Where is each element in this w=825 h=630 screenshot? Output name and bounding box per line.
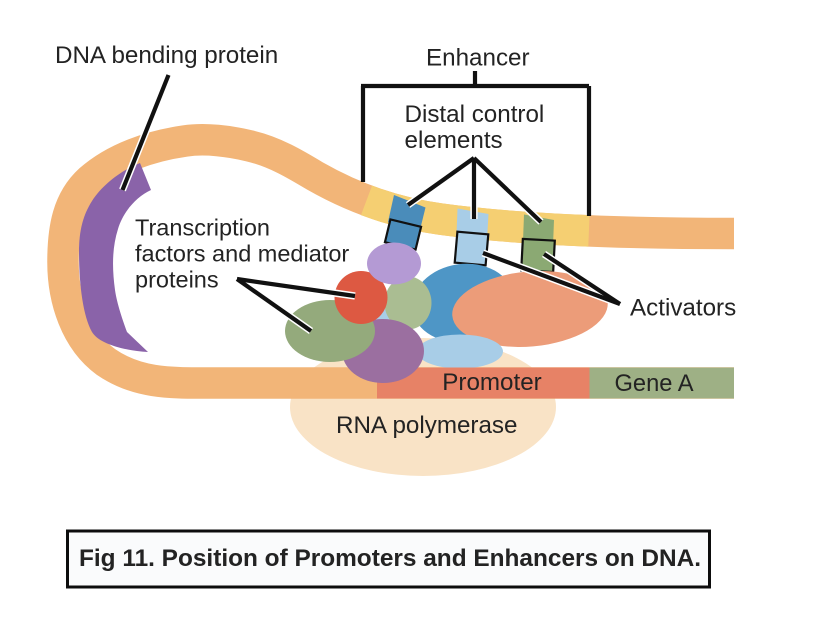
svg-text:Enhancer: Enhancer bbox=[426, 45, 530, 72]
svg-text:factors and mediator: factors and mediator bbox=[135, 241, 349, 267]
svg-text:Distal control: Distal control bbox=[405, 101, 545, 128]
svg-text:Fig 11. Position of Promoters: Fig 11. Position of Promoters and Enhanc… bbox=[79, 545, 701, 572]
svg-text:Promoter: Promoter bbox=[442, 369, 541, 396]
svg-text:proteins: proteins bbox=[135, 267, 219, 293]
svg-text:RNA polymerase: RNA polymerase bbox=[336, 412, 517, 439]
svg-text:Gene A: Gene A bbox=[614, 371, 693, 397]
svg-text:Transcription: Transcription bbox=[135, 215, 270, 241]
svg-text:DNA bending protein: DNA bending protein bbox=[55, 42, 278, 69]
svg-text:elements: elements bbox=[405, 127, 503, 154]
svg-text:Activators: Activators bbox=[630, 295, 736, 322]
